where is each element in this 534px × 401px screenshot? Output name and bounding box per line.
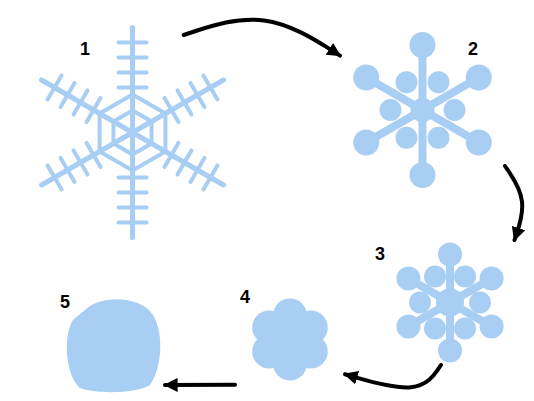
dendrite-snowflake-drawing xyxy=(30,35,235,230)
graupel-pellet: 5 xyxy=(55,290,165,395)
rimed-snowflake: 2 xyxy=(340,30,505,190)
transition-arrow xyxy=(505,166,522,240)
rimed-snowflake-drawing xyxy=(340,30,505,190)
callout-number: 5 xyxy=(60,293,70,311)
heavily-rimed-snowflake: 3 xyxy=(375,240,525,365)
callout-number: 2 xyxy=(468,40,478,58)
graupel-flake-drawing xyxy=(235,285,345,390)
transition-arrow xyxy=(184,20,340,56)
callout-number: 4 xyxy=(240,288,250,306)
transition-arrow xyxy=(345,365,441,387)
transition-arrow xyxy=(165,383,235,387)
graupel-pellet-drawing xyxy=(55,290,165,395)
callout-number: 1 xyxy=(80,40,90,58)
heavily-rimed-snowflake-drawing xyxy=(375,240,525,365)
graupel-flake: 4 xyxy=(235,285,345,390)
dendrite-snowflake: 1 xyxy=(30,35,235,230)
callout-number: 3 xyxy=(375,245,385,263)
